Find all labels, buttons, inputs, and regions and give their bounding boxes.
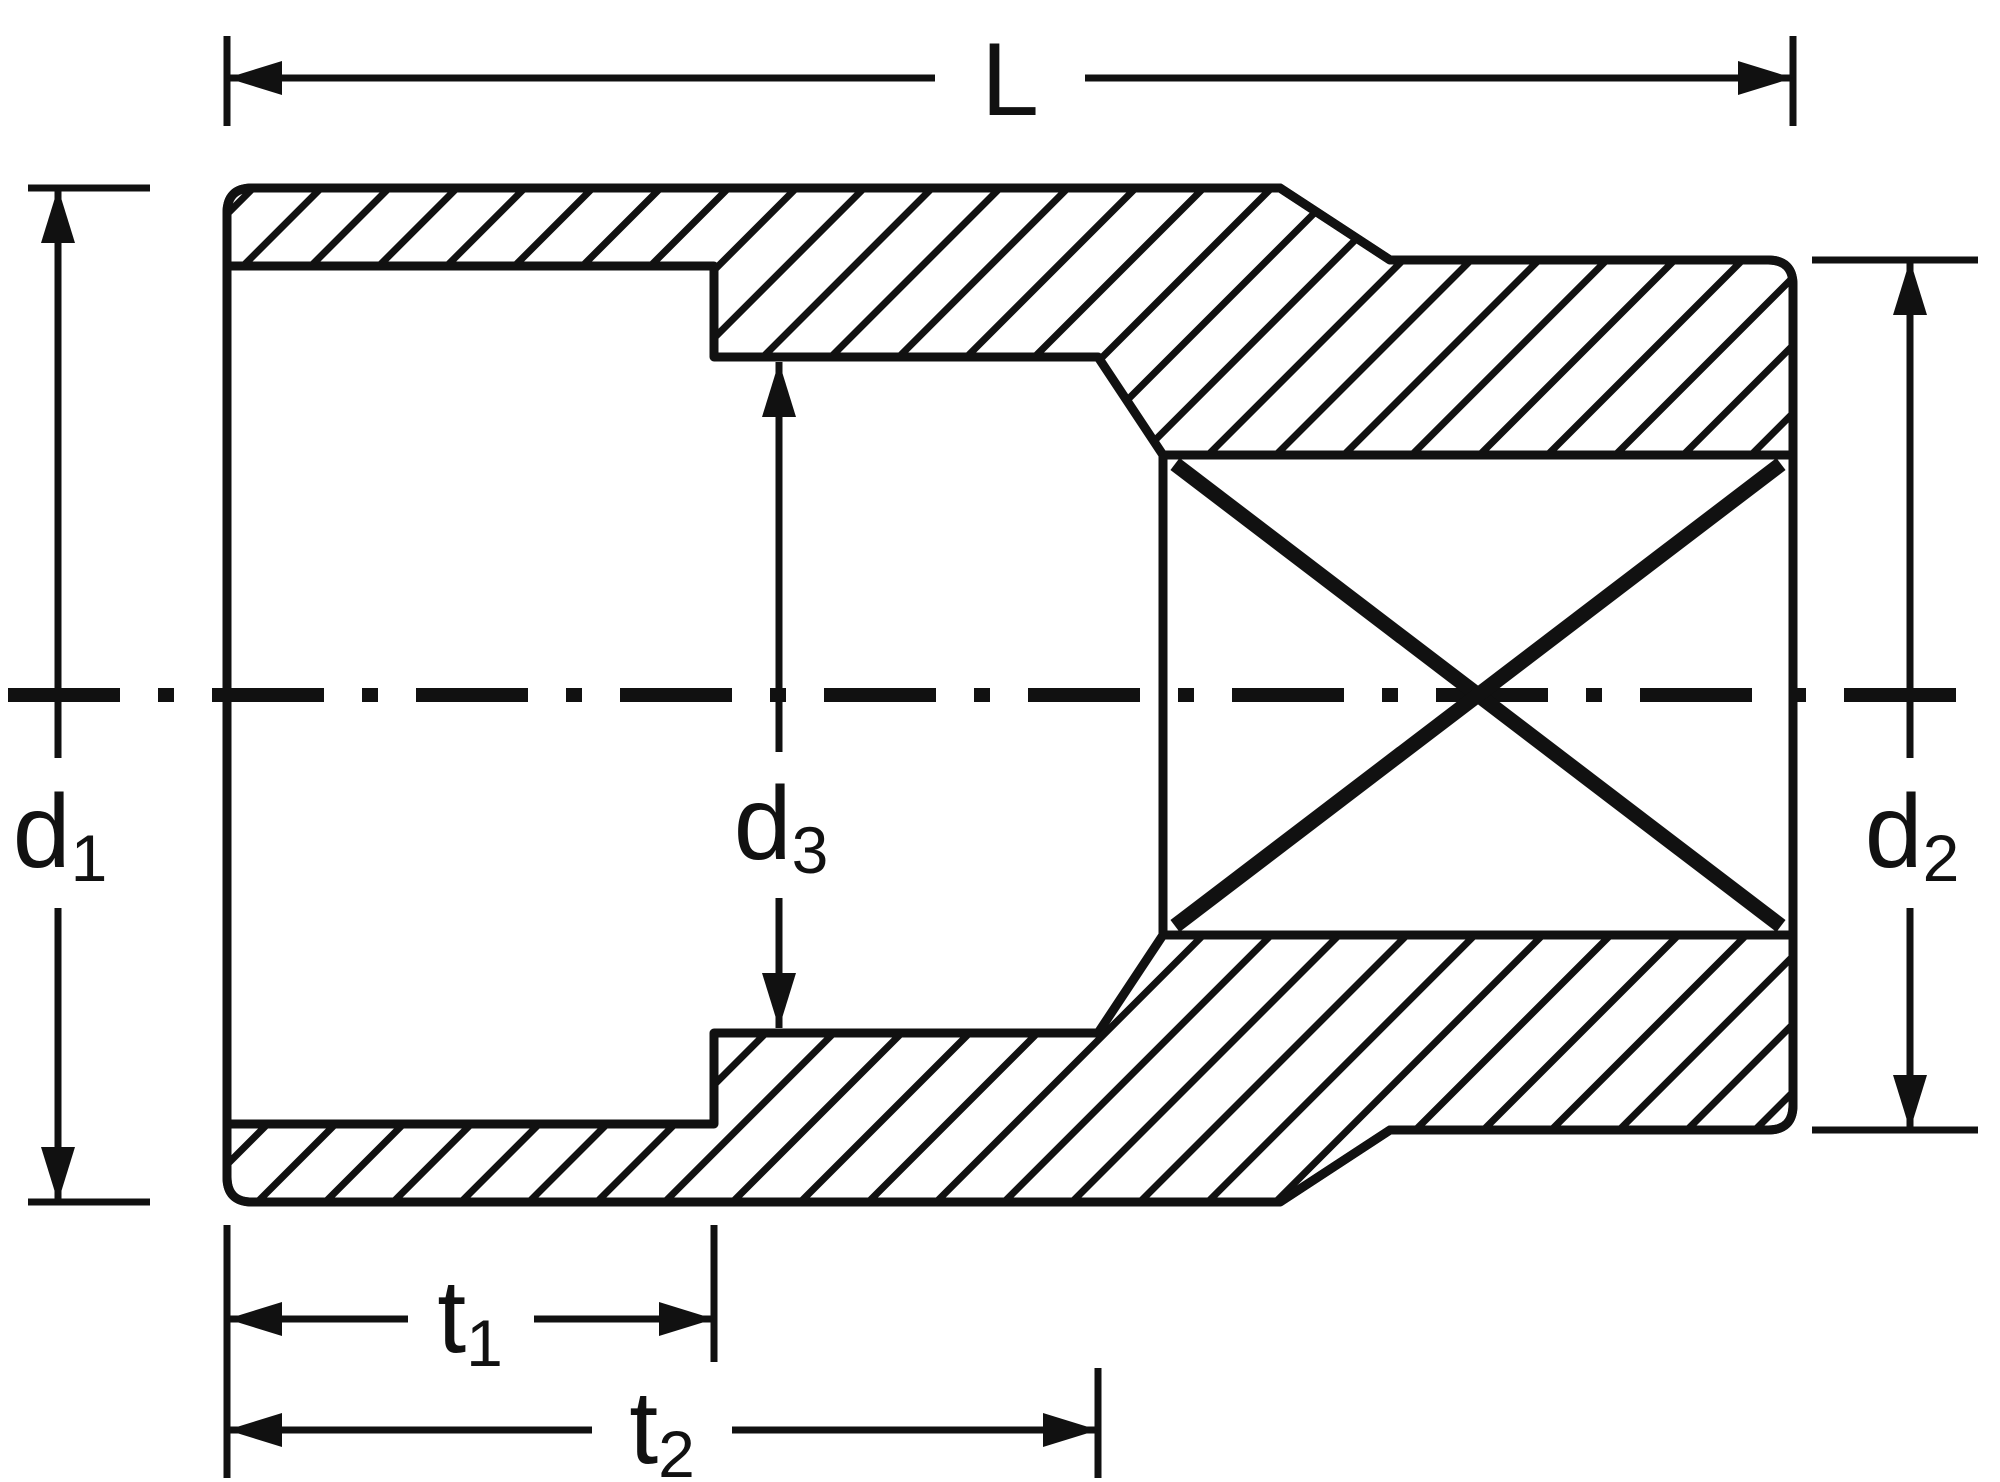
- dimension-d3: d3: [734, 362, 829, 1028]
- dim-t1-arrowhead-left: [227, 1302, 282, 1336]
- dimension-L: L: [223, 22, 1797, 138]
- dim-d3-label: d3: [734, 766, 829, 887]
- dim-d1-arrowhead-top: [41, 188, 75, 243]
- dim-d1-label: d1: [13, 774, 108, 895]
- dim-d1-arrowhead-bottom: [41, 1147, 75, 1202]
- dim-t1-arrowhead-right: [659, 1302, 714, 1336]
- dim-t2-label: t2: [629, 1370, 695, 1482]
- upper-wall-hatched-section: [222, 183, 1798, 460]
- dim-L-label: L: [981, 22, 1039, 138]
- lower-wall-hatched-section: [222, 930, 1798, 1207]
- drive-cavity-x-diagonal-2: [1170, 458, 1786, 932]
- dim-d3-arrowhead-bottom: [762, 973, 796, 1028]
- dimension-t1: t1: [223, 1225, 718, 1478]
- dim-L-arrowhead-right: [1738, 61, 1793, 95]
- outer-body-profile: [222, 183, 1798, 1207]
- dim-t2-arrowhead-right: [1043, 1413, 1098, 1447]
- dim-t2-arrowhead-left: [227, 1413, 282, 1447]
- dim-d2-label: d2: [1865, 774, 1960, 895]
- dimension-d1: d1: [13, 184, 150, 1206]
- dimension-t2: t2: [227, 1368, 1102, 1482]
- dim-t1-label: t1: [437, 1259, 503, 1380]
- dim-d2-arrowhead-bottom: [1893, 1075, 1927, 1130]
- dimension-d2: d2: [1812, 256, 1978, 1134]
- dim-L-arrowhead-left: [227, 61, 282, 95]
- dim-d3-arrowhead-top: [762, 362, 796, 417]
- dim-d2-arrowhead-top: [1893, 260, 1927, 315]
